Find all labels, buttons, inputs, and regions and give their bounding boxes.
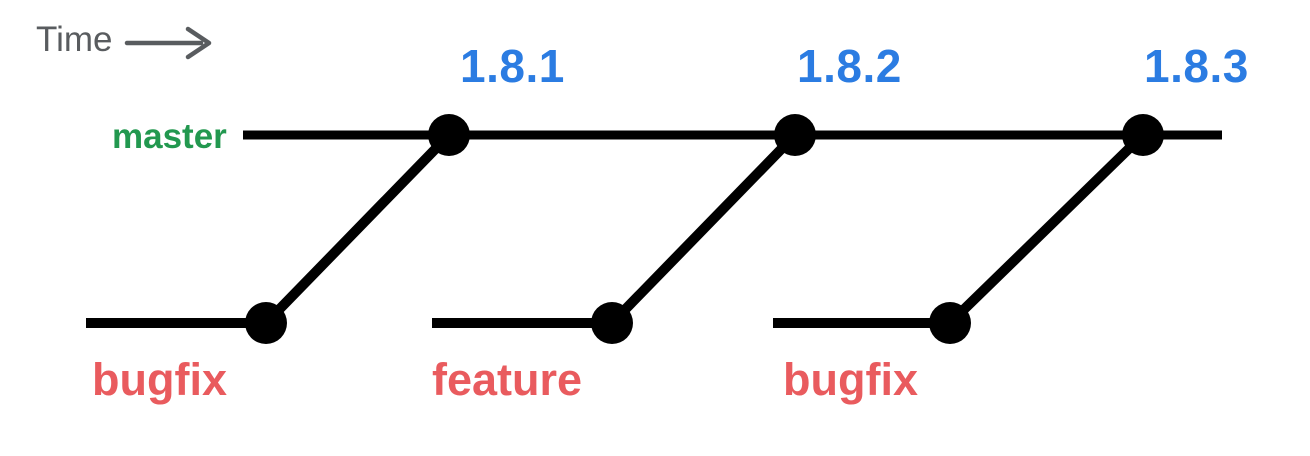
commit-dot-release-2 (774, 114, 816, 156)
master-branch-label: master (112, 117, 227, 156)
commit-dot-feature (591, 302, 633, 344)
branch-label-bugfix-1: bugfix (92, 354, 227, 405)
commit-dot-bugfix-1 (245, 302, 287, 344)
branch-label-bugfix-2: bugfix (783, 354, 918, 405)
commit-dot-bugfix-2 (929, 302, 971, 344)
merge-line-bugfix-2 (946, 131, 1147, 327)
time-arrow-icon (124, 26, 212, 60)
version-tag-2: 1.8.2 (797, 40, 902, 92)
version-tag-3: 1.8.3 (1144, 40, 1249, 92)
branch-label-feature: feature (432, 354, 583, 405)
merge-line-feature (608, 131, 799, 327)
commit-dot-release-1 (428, 114, 470, 156)
commit-dot-release-3 (1122, 114, 1164, 156)
version-tag-1: 1.8.1 (460, 40, 565, 92)
merge-line-bugfix-1 (262, 131, 453, 327)
time-axis-label: Time (36, 20, 113, 59)
